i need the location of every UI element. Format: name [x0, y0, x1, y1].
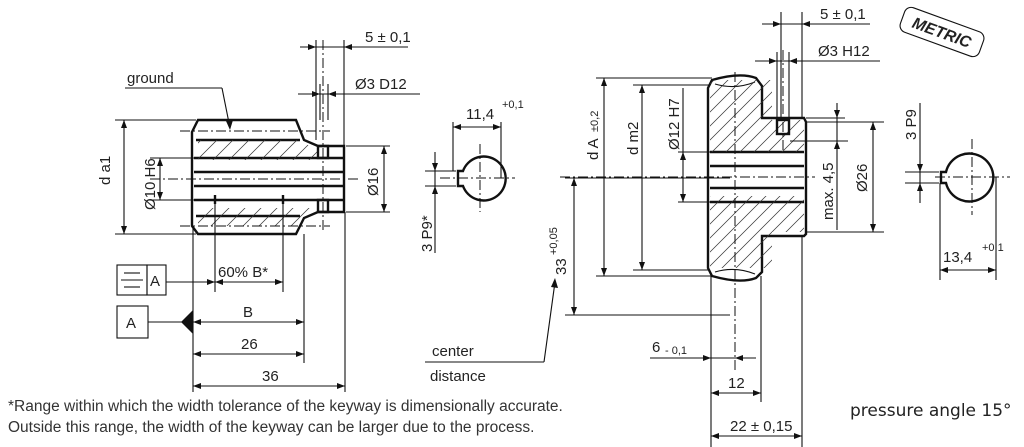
gear-outline	[706, 74, 808, 282]
center-distance-tol: +0,05	[548, 227, 560, 255]
gear-offset-dim: 6	[652, 339, 660, 356]
hatch-line	[784, 80, 804, 268]
gear-hatch	[710, 80, 804, 268]
range-dim: 60% B*	[218, 264, 268, 281]
gear-hole-dim: Ø3 H12	[818, 43, 870, 60]
footnote: *Range within which the width tolerance …	[8, 396, 563, 438]
hatch-line	[198, 140, 239, 226]
hatch-line	[270, 140, 318, 226]
metric-badge-text: METRIC	[910, 15, 974, 52]
pinion-view: 5 ± 0,1 Ø3 D12 ground d a1 Ø10 H6 Ø16	[97, 29, 420, 392]
gear-section-width-dim: 13,4	[943, 249, 972, 266]
length-36-dim: 36	[262, 368, 279, 385]
hatch-line	[710, 80, 776, 268]
gear-section-view: 3 P9 13,4 +0,1	[903, 103, 1010, 280]
gear-pitch-diameter-dim: d m2	[625, 122, 642, 155]
ground-label: ground	[127, 70, 174, 87]
pinion-hole-dim: Ø3 D12	[355, 76, 407, 93]
pinion-keyway-dim: 3 P9*	[419, 215, 436, 252]
datum-triangle	[181, 310, 193, 334]
center-distance-label-2: distance	[430, 368, 486, 385]
gear-outer-diameter-dim: d A	[585, 138, 602, 160]
hatch-line	[742, 80, 804, 268]
hatch-line	[710, 80, 804, 268]
hatch-line	[728, 80, 804, 268]
gear-hub-length-dim: 12	[728, 375, 745, 392]
hatch-line	[710, 80, 748, 268]
center-distance-value: 33	[553, 258, 570, 275]
gear-groove-width-dim: 5 ± 0,1	[820, 6, 866, 23]
datum-label: A	[126, 315, 136, 332]
hatch-line	[710, 80, 790, 268]
face-width-dim: B	[243, 304, 253, 321]
hatch-line	[254, 140, 318, 226]
gear-view: 5 ± 0,1 Ø3 H12 d A ±0,2 d m2 Ø12 H7 max.…	[560, 6, 884, 447]
pinion-section-width-tol: +0,1	[502, 99, 524, 111]
length-26-dim: 26	[241, 336, 258, 353]
gear-section-width-tol: +0,1	[982, 242, 1004, 254]
hatch-line	[286, 140, 318, 226]
pinion-hub-dim: Ø16	[365, 168, 382, 196]
gear-max-depth-dim: max. 4,5	[820, 162, 837, 220]
center-distance: 33 +0,05 center distance	[425, 177, 730, 385]
pinion-section-view: 11,4 +0,1 3 P9*	[419, 99, 524, 253]
gear-total-length-dim: 22 ± 0,15	[730, 418, 792, 435]
footnote-line-2: Outside this range, the width of the key…	[8, 419, 535, 436]
pinion-bore-dim: Ø10 H6	[142, 158, 159, 210]
pinion-groove-width-dim: 5 ± 0,1	[365, 29, 411, 46]
hatch-line	[714, 80, 804, 268]
hatch-line	[710, 80, 804, 268]
pinion-section-width-dim: 11,4	[466, 106, 494, 123]
center-distance-label-1: center	[432, 343, 474, 360]
footnote-line-1: *Range within which the width tolerance …	[8, 398, 563, 415]
gear-offset-tol: - 0,1	[665, 345, 687, 357]
gear-outer-diameter-tol: ±0,2	[589, 111, 601, 132]
gear-keyway-dim: 3 P9	[903, 109, 920, 140]
pressure-angle: pressure angle 15°	[850, 401, 1012, 421]
hatch-line	[710, 80, 734, 268]
gear-hub-dim: Ø26	[854, 164, 871, 192]
hatch-line	[198, 140, 223, 226]
symmetry-ref: A	[150, 273, 160, 290]
hatch-line	[710, 80, 762, 268]
metric-badge: METRIC	[899, 6, 985, 58]
tip-diameter-dim: d a1	[97, 156, 114, 185]
gear-bore-dim: Ø12 H7	[666, 98, 683, 150]
